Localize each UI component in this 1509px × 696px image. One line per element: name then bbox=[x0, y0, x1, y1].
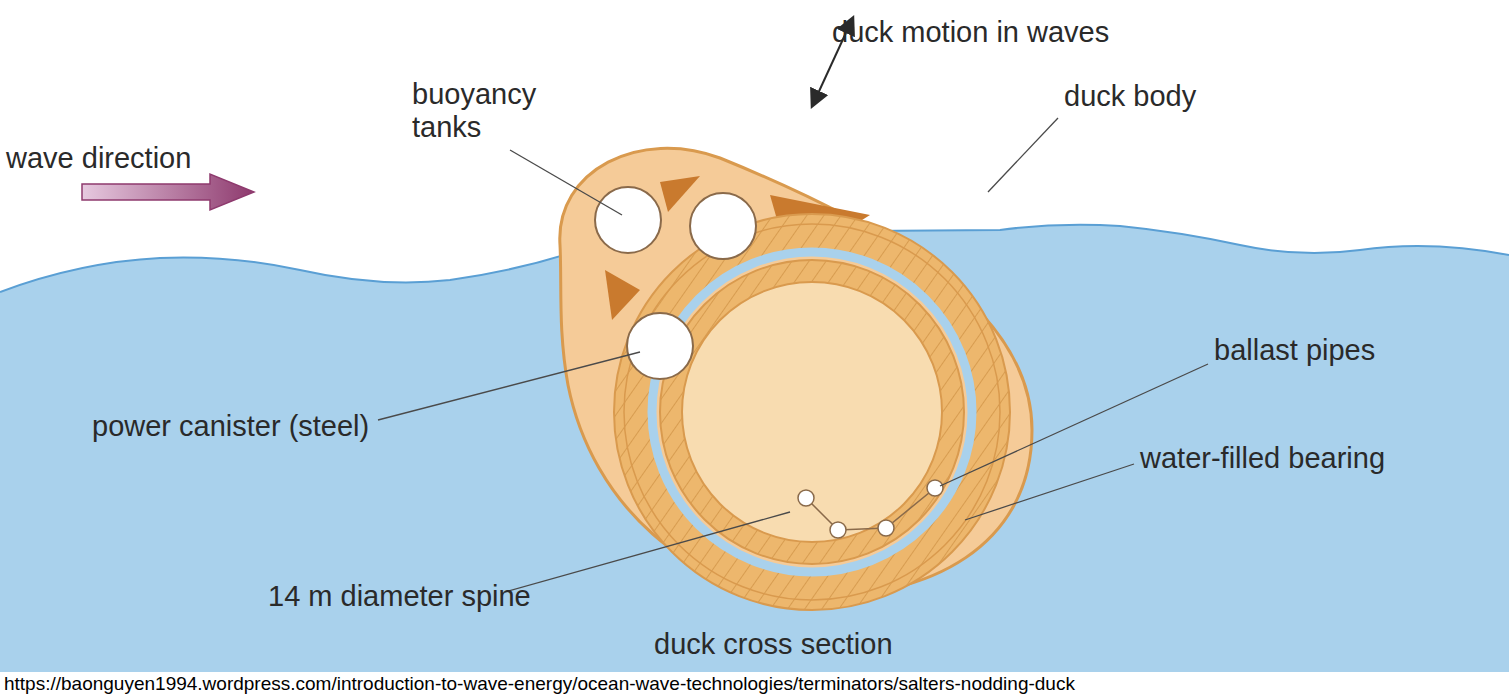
figure-caption: duck cross section bbox=[654, 628, 893, 661]
buoyancy-tank bbox=[595, 187, 661, 253]
buoyancy-tank bbox=[690, 193, 756, 259]
power-canister bbox=[627, 313, 693, 379]
leader-line bbox=[378, 352, 640, 420]
leader-line bbox=[510, 150, 622, 215]
ballast-pipe bbox=[878, 520, 894, 536]
wave-direction-arrow bbox=[82, 174, 254, 210]
part-label: power canister (steel) bbox=[92, 410, 369, 443]
source-url: https://baonguyen1994.wordpress.com/intr… bbox=[4, 673, 1075, 695]
part-label: duck body bbox=[1064, 80, 1196, 113]
sea-water bbox=[0, 225, 1509, 672]
leader-line bbox=[505, 512, 790, 592]
body-wedge bbox=[605, 270, 640, 320]
spine bbox=[660, 260, 964, 564]
ballast-pipe bbox=[830, 522, 846, 538]
ballast-chain bbox=[806, 488, 935, 530]
part-label: wave direction bbox=[6, 142, 191, 175]
water-bearing bbox=[652, 252, 972, 572]
duck-ring bbox=[614, 214, 1010, 610]
body-wedge bbox=[660, 176, 700, 212]
part-label: water-filled bearing bbox=[1140, 442, 1385, 475]
part-label: buoyancy tanks bbox=[412, 78, 552, 145]
ballast-pipe bbox=[798, 490, 814, 506]
part-label: ballast pipes bbox=[1214, 334, 1375, 367]
ballast-pipe bbox=[927, 480, 943, 496]
leader-line bbox=[965, 464, 1134, 520]
part-label: duck motion in waves bbox=[832, 16, 1109, 49]
part-label: 14 m diameter spine bbox=[268, 580, 531, 613]
leader-line bbox=[988, 118, 1058, 192]
